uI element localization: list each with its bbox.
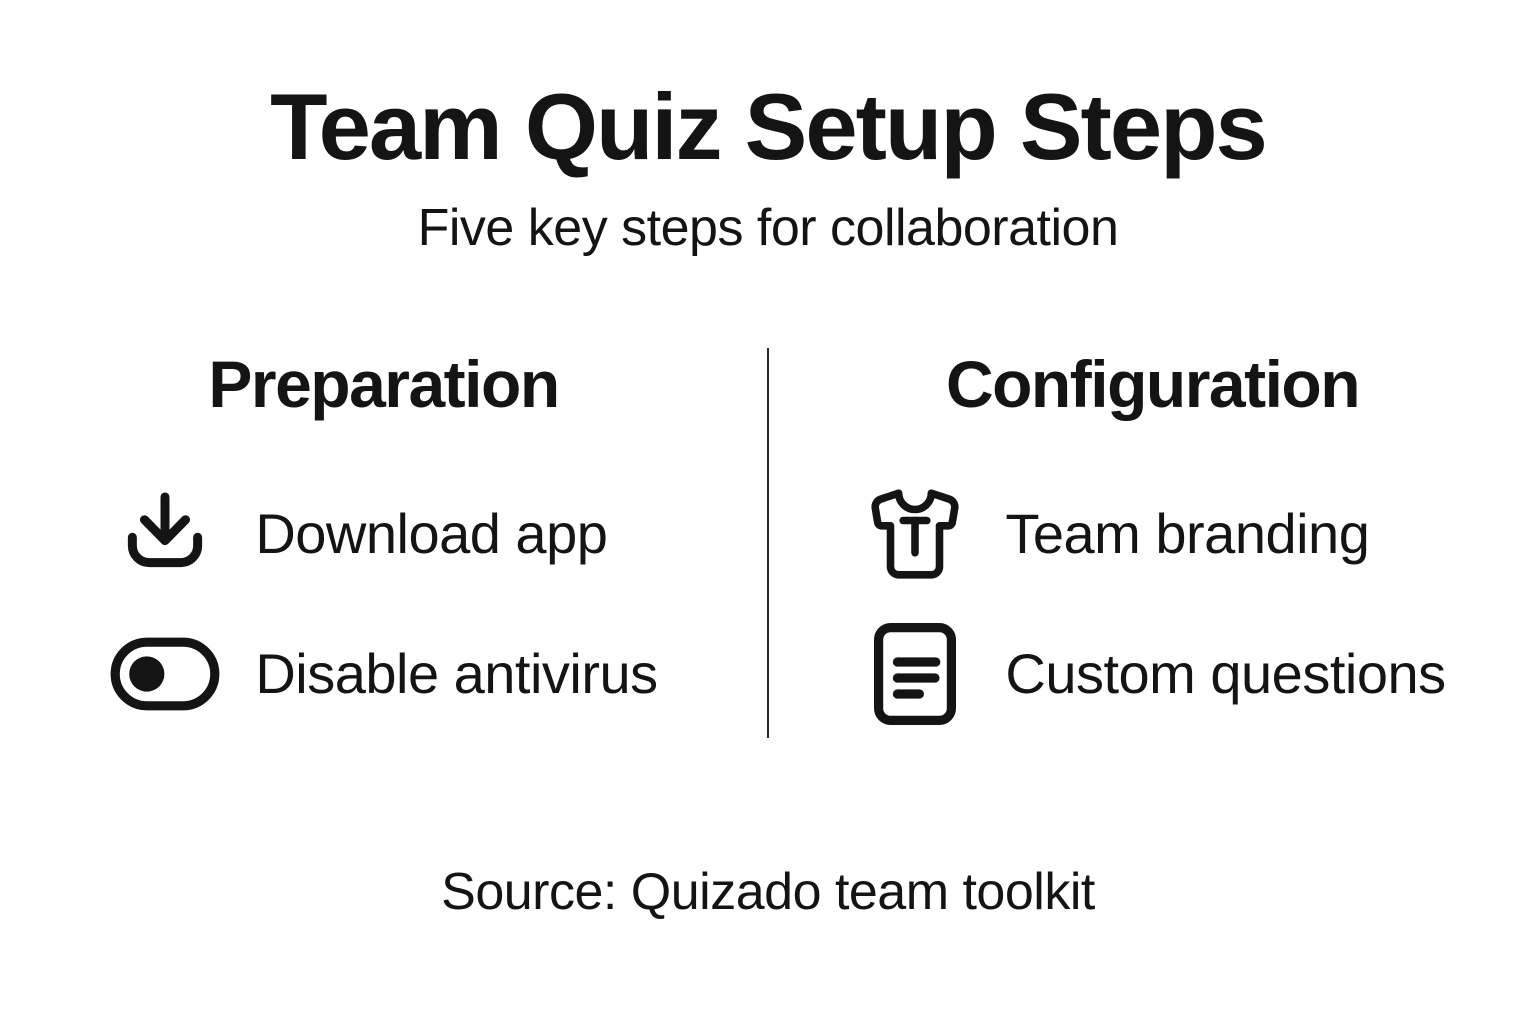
list-item-disable-antivirus: Disable antivirus bbox=[109, 623, 658, 725]
toggle-icon bbox=[109, 623, 221, 725]
download-icon bbox=[109, 483, 221, 585]
source-caption: Source: Quizado team toolkit bbox=[441, 863, 1095, 922]
item-label: Download app bbox=[255, 502, 608, 566]
tshirt-icon bbox=[859, 483, 971, 585]
column-header-configuration: Configuration bbox=[945, 347, 1361, 422]
item-label: Team branding bbox=[1005, 502, 1370, 566]
preparation-items: Download app Disable antivirus bbox=[109, 483, 658, 725]
column-header-preparation: Preparation bbox=[208, 347, 560, 422]
column-preparation: Preparation Download app bbox=[0, 348, 767, 725]
list-item-team-branding: Team branding bbox=[859, 483, 1370, 585]
item-label: Custom questions bbox=[1005, 642, 1446, 706]
item-label: Disable antivirus bbox=[255, 642, 658, 706]
configuration-items: Team branding Custom questions bbox=[859, 483, 1446, 726]
list-item-download-app: Download app bbox=[109, 483, 608, 585]
page-subtitle: Five key steps for collaboration bbox=[417, 198, 1119, 257]
document-icon bbox=[859, 623, 971, 726]
list-item-custom-questions: Custom questions bbox=[859, 623, 1446, 726]
page-title: Team Quiz Setup Steps bbox=[270, 74, 1268, 179]
columns-section: Preparation Download app bbox=[0, 347, 1536, 739]
column-configuration: Configuration Team branding bbox=[769, 347, 1536, 726]
vertical-divider bbox=[767, 348, 769, 739]
